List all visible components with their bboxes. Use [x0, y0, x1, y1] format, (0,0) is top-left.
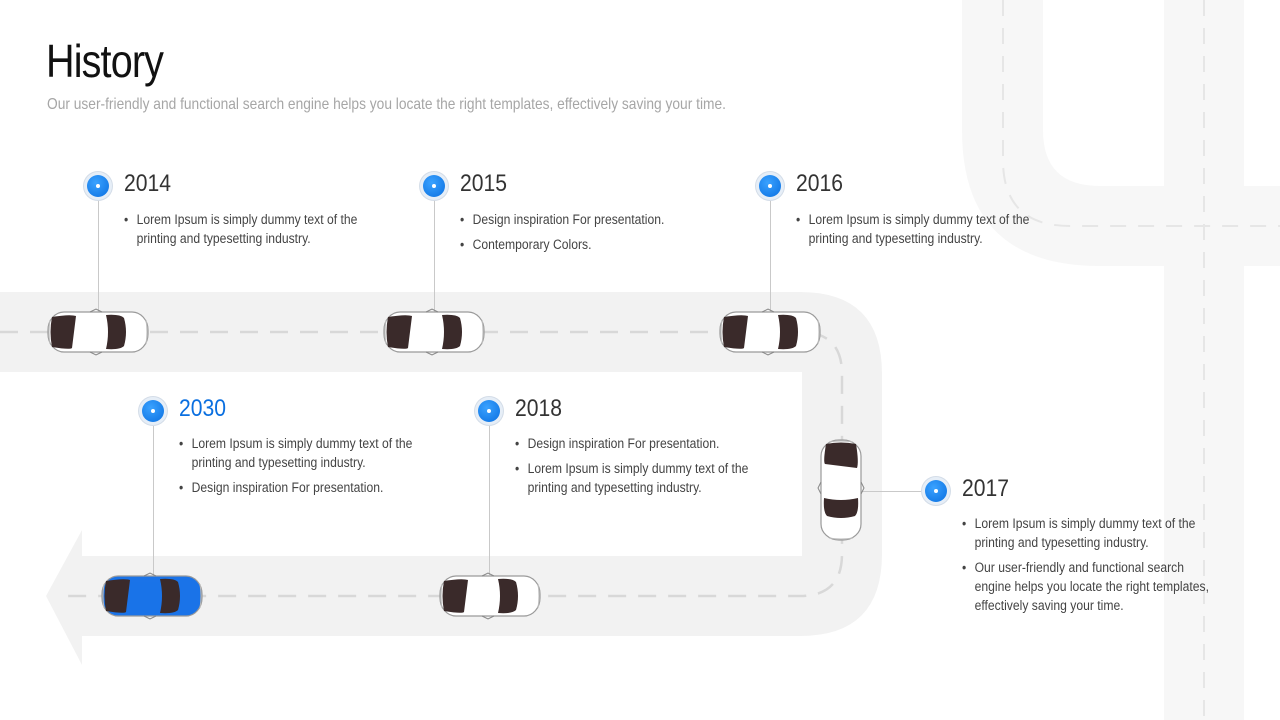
car-icon — [817, 438, 865, 542]
milestone-points: Lorem Ipsum is simply dummy text of the … — [124, 210, 386, 254]
milestone-point: Lorem Ipsum is simply dummy text of the … — [124, 210, 360, 248]
milestone-point: Lorem Ipsum is simply dummy text of the … — [179, 434, 422, 472]
milestone-point: Lorem Ipsum is simply dummy text of the … — [962, 514, 1216, 552]
milestone-year: 2018 — [515, 395, 562, 422]
car-blue-icon — [100, 572, 204, 620]
milestone-point: Design inspiration For presentation. — [460, 210, 696, 229]
milestone-point: Our user-friendly and functional search … — [962, 558, 1216, 615]
milestone-pin-icon — [756, 172, 784, 200]
milestone-pin-icon — [420, 172, 448, 200]
milestone-point: Design inspiration For presentation. — [515, 434, 758, 453]
page-subtitle: Our user-friendly and functional search … — [47, 96, 726, 113]
connector-line-2015 — [434, 200, 435, 312]
milestone-pin-icon — [922, 477, 950, 505]
milestone-points: Lorem Ipsum is simply dummy text of the … — [962, 514, 1244, 621]
milestone-point: Lorem Ipsum is simply dummy text of the … — [515, 459, 758, 497]
milestone-year: 2015 — [460, 170, 507, 197]
milestone-points: Design inspiration For presentation. Con… — [460, 210, 722, 260]
milestone-point: Contemporary Colors. — [460, 235, 696, 254]
car-icon — [438, 572, 542, 620]
milestone-points: Design inspiration For presentation. Lor… — [515, 434, 785, 503]
car-icon — [718, 308, 822, 356]
page-title: History — [46, 35, 164, 87]
milestone-point: Design inspiration For presentation. — [179, 478, 422, 497]
milestone-pin-icon — [475, 397, 503, 425]
milestone-year: 2030 — [179, 395, 226, 422]
milestone-year: 2017 — [962, 475, 1009, 502]
car-icon — [382, 308, 486, 356]
connector-line-2017 — [862, 491, 924, 492]
milestone-year: 2016 — [796, 170, 843, 197]
milestone-year: 2014 — [124, 170, 171, 197]
connector-line-2018 — [489, 425, 490, 575]
milestone-point: Lorem Ipsum is simply dummy text of the … — [796, 210, 1032, 248]
milestone-points: Lorem Ipsum is simply dummy text of the … — [796, 210, 1058, 254]
milestone-pin-icon — [84, 172, 112, 200]
milestone-pin-icon — [139, 397, 167, 425]
milestone-points: Lorem Ipsum is simply dummy text of the … — [179, 434, 449, 503]
connector-line-2016 — [770, 200, 771, 312]
connector-line-2014 — [98, 200, 99, 312]
connector-line-2030 — [153, 425, 154, 575]
car-icon — [46, 308, 150, 356]
